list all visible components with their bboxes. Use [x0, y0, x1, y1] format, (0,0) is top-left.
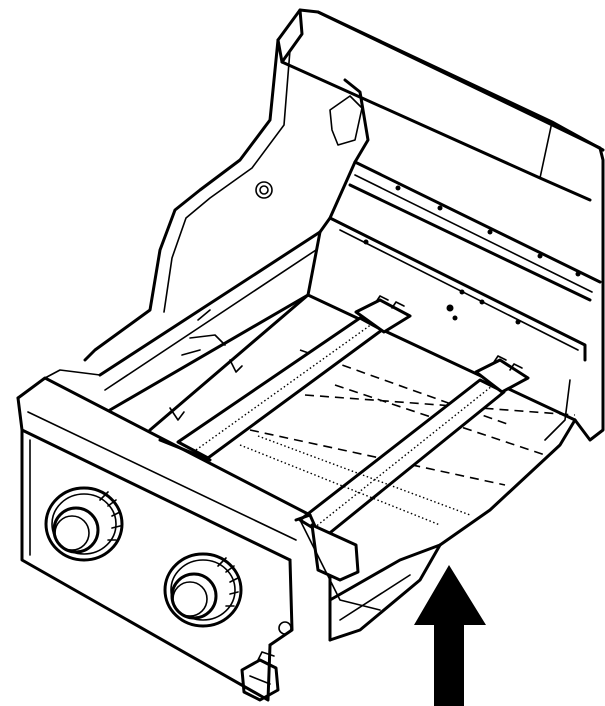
burner-tubes	[176, 295, 576, 538]
arrow-up-icon	[414, 565, 486, 706]
control-knob-left[interactable]	[44, 486, 124, 562]
burner-bracket-right	[474, 358, 530, 394]
control-knob-right[interactable]	[163, 552, 243, 628]
side-rail-end	[310, 523, 360, 582]
control-panel	[16, 369, 442, 702]
grill-lid	[83, 8, 605, 442]
firebox-interior	[98, 216, 587, 547]
burner-bracket-left	[354, 298, 412, 334]
igniter-handle[interactable]	[240, 651, 280, 702]
